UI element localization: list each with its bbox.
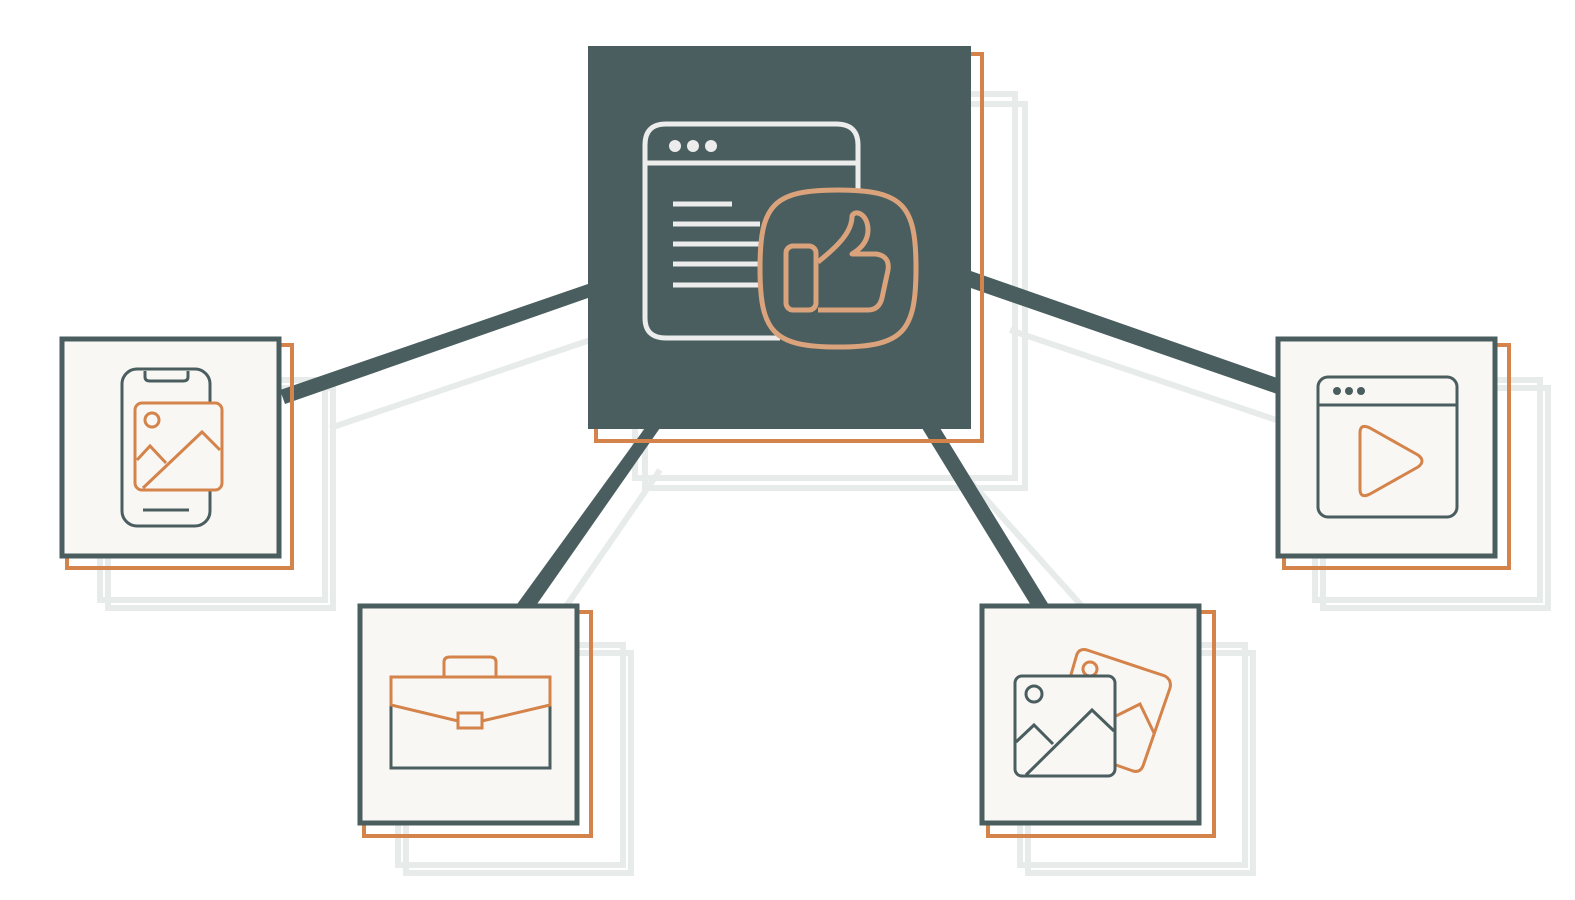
hub-node <box>588 46 984 443</box>
node-photos <box>979 603 1216 838</box>
connector-photos <box>922 428 1050 607</box>
photos-icon <box>1013 648 1172 778</box>
browser-thumbs-up-icon <box>642 121 919 350</box>
connector-briefcase <box>515 428 660 607</box>
video-player-icon <box>1316 375 1459 519</box>
mobile-gallery-icon <box>120 367 224 528</box>
node-briefcase <box>357 603 593 838</box>
node-video <box>1275 336 1511 570</box>
connector-mobile <box>280 284 588 404</box>
briefcase-icon <box>389 655 552 770</box>
node-mobile <box>59 336 294 570</box>
connector-video <box>968 270 1280 395</box>
connectors <box>280 270 1280 607</box>
